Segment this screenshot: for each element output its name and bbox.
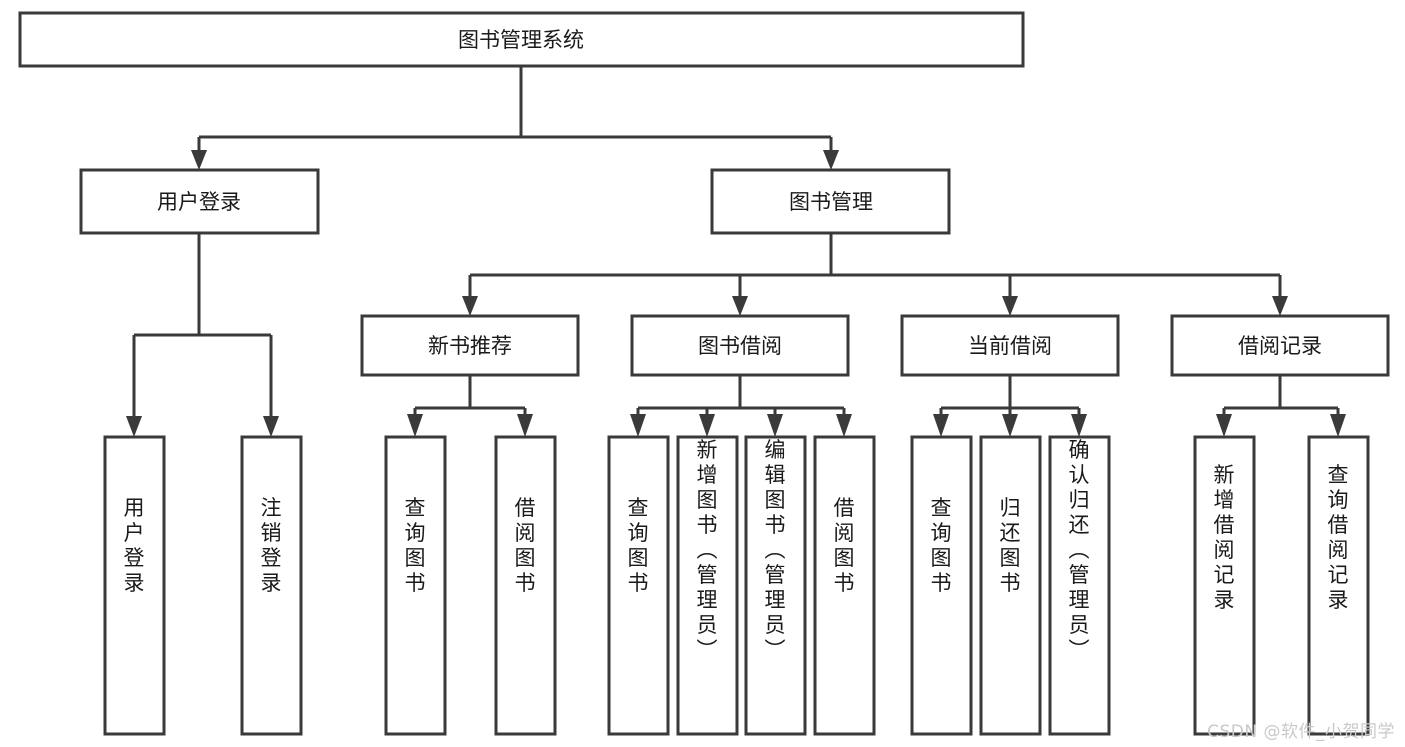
- node-leaf-borrow-book-2-label: 借阅图书: [834, 496, 855, 595]
- node-book-manage-label: 图书管理: [789, 190, 873, 214]
- node-book-borrow-label: 图书借阅: [698, 334, 782, 358]
- node-leaf-edit-book-box[interactable]: [744, 435, 807, 736]
- arrow-head-book-manage: [823, 150, 839, 170]
- node-leaf-query-record[interactable]: 查询借阅记录: [1307, 435, 1370, 736]
- node-leaf-add-book-box[interactable]: [676, 435, 739, 736]
- arrow-head-leaf-edit-book: [767, 414, 783, 437]
- node-current-borrow-label: 当前借阅: [968, 334, 1052, 358]
- arrow-head-leaf-query-record: [1330, 414, 1346, 437]
- node-leaf-query-book-3-label: 查询图书: [931, 496, 952, 595]
- node-current-borrow-box[interactable]: [900, 314, 1120, 377]
- arrow-head-book-borrow: [732, 296, 748, 316]
- arrow-head-borrow-record: [1272, 296, 1288, 316]
- arrow-head-leaf-add-book: [699, 414, 715, 437]
- arrow-head-leaf-confirm-return: [1071, 414, 1087, 437]
- node-leaf-edit-book-label: 编辑图书︵管理员︶: [765, 438, 786, 662]
- node-leaf-return-book[interactable]: 归还图书: [979, 435, 1042, 736]
- arrow-head-leaf-query-book-3: [933, 414, 949, 437]
- node-root[interactable]: 图书管理系统: [18, 11, 1025, 68]
- node-new-book-recommend-box[interactable]: [360, 314, 580, 377]
- node-leaf-user-login-label: 用户登录: [124, 496, 145, 595]
- arrow-head-leaf-add-record: [1216, 414, 1232, 437]
- arrow-head-leaf-borrow-book-1: [517, 414, 533, 437]
- node-leaf-borrow-book-1-box[interactable]: [494, 435, 557, 736]
- arrow-head-user-login: [191, 150, 207, 170]
- node-leaf-add-record[interactable]: 新增借阅记录: [1193, 435, 1256, 736]
- node-leaf-query-book-1[interactable]: 查询图书: [384, 435, 447, 736]
- node-root-label: 图书管理系统: [458, 28, 584, 52]
- node-leaf-confirm-return-box[interactable]: [1048, 435, 1111, 736]
- connectors-user-login-to-leaves: [126, 233, 279, 437]
- node-leaf-add-book[interactable]: 新增图书︵管理员︶: [676, 435, 739, 736]
- node-book-manage-box[interactable]: [710, 168, 951, 235]
- node-leaf-borrow-book-1[interactable]: 借阅图书: [494, 435, 557, 736]
- node-leaf-add-record-box[interactable]: [1193, 435, 1256, 736]
- node-leaf-return-book-box[interactable]: [979, 435, 1042, 736]
- arrow-head-current-borrow: [1002, 296, 1018, 316]
- node-leaf-query-record-box[interactable]: [1307, 435, 1370, 736]
- connectors-new-book-to-leaves: [407, 375, 533, 437]
- node-borrow-record-box[interactable]: [1170, 314, 1390, 377]
- node-leaf-user-login-box[interactable]: [103, 435, 166, 736]
- node-leaf-query-book-1-box[interactable]: [384, 435, 447, 736]
- node-borrow-record-label: 借阅记录: [1238, 334, 1322, 358]
- arrow-head-leaf-query-book-1: [407, 414, 423, 437]
- node-leaf-borrow-book-2[interactable]: 借阅图书: [813, 435, 876, 736]
- node-user-login-label: 用户登录: [157, 190, 241, 214]
- node-leaf-edit-book[interactable]: 编辑图书︵管理员︶: [744, 435, 807, 736]
- node-book-manage[interactable]: 图书管理: [710, 168, 951, 235]
- node-leaf-query-book-2-box[interactable]: [607, 435, 670, 736]
- node-leaf-logout-login-box[interactable]: [240, 435, 303, 736]
- node-user-login-box[interactable]: [79, 168, 320, 235]
- node-leaf-confirm-return[interactable]: 确认归还︵管理员︶: [1048, 435, 1111, 736]
- node-leaf-query-book-3[interactable]: 查询图书: [910, 435, 973, 736]
- node-current-borrow[interactable]: 当前借阅: [900, 314, 1120, 377]
- connectors-book-borrow-to-leaves: [630, 375, 852, 437]
- arrow-head-new-book: [462, 296, 478, 316]
- node-book-borrow[interactable]: 图书借阅: [630, 314, 850, 377]
- node-leaf-logout-login[interactable]: 注销登录: [240, 435, 303, 736]
- connectors-root-to-level2: [191, 66, 839, 170]
- node-borrow-record[interactable]: 借阅记录: [1170, 314, 1390, 377]
- node-leaf-add-record-label: 新增借阅记录: [1214, 463, 1235, 612]
- node-leaf-return-book-label: 归还图书: [1000, 496, 1021, 595]
- node-book-borrow-box[interactable]: [630, 314, 850, 377]
- node-leaf-query-book-2[interactable]: 查询图书: [607, 435, 670, 736]
- node-leaf-user-login[interactable]: 用户登录: [103, 435, 166, 736]
- connectors-book-manage-to-level3: [462, 233, 1288, 316]
- arrow-head-leaf-borrow-book-2: [836, 414, 852, 437]
- node-root-box[interactable]: [18, 11, 1025, 68]
- node-leaf-borrow-book-1-label: 借阅图书: [515, 496, 536, 595]
- node-leaf-query-book-3-box[interactable]: [910, 435, 973, 736]
- node-leaf-query-record-label: 查询借阅记录: [1328, 463, 1349, 612]
- arrow-head-leaf-return-book: [1002, 414, 1018, 437]
- node-leaf-query-book-2-label: 查询图书: [628, 496, 649, 595]
- node-leaf-borrow-book-2-box[interactable]: [813, 435, 876, 736]
- connectors-current-borrow-to-leaves: [933, 375, 1087, 437]
- node-leaf-query-book-1-label: 查询图书: [405, 496, 426, 595]
- connectors-borrow-record-to-leaves: [1216, 375, 1346, 437]
- csdn-watermark: CSDN @软件_小贺同学: [1207, 722, 1395, 742]
- arrow-head-leaf-query-book-2: [630, 414, 646, 437]
- node-leaf-add-book-label: 新增图书︵管理员︶: [697, 438, 718, 662]
- arrow-head-leaf-user-login: [126, 416, 142, 437]
- node-leaf-logout-login-label: 注销登录: [261, 496, 282, 595]
- arrow-head-leaf-logout-login: [263, 416, 279, 437]
- node-user-login[interactable]: 用户登录: [79, 168, 320, 235]
- node-leaf-confirm-return-label: 确认归还︵管理员︶: [1069, 438, 1090, 662]
- node-new-book-recommend[interactable]: 新书推荐: [360, 314, 580, 377]
- node-new-book-recommend-label: 新书推荐: [428, 334, 512, 358]
